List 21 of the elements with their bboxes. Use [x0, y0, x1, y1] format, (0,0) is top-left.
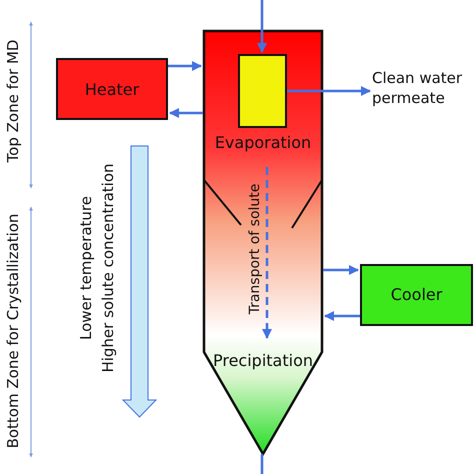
- arrow: [168, 61, 202, 71]
- trend-label: Higher solute concentration: [99, 162, 117, 375]
- arrow: [287, 86, 371, 96]
- arrow: [323, 265, 359, 275]
- trend-label: Lower temperature: [77, 195, 95, 342]
- heater-box: [56, 58, 168, 120]
- zone-label: Precipitation: [212, 351, 314, 370]
- crystallizer-vessel: [203, 30, 323, 455]
- zone-label: Top Zone for MD: [4, 38, 22, 164]
- arrow: [257, 0, 267, 53]
- zone-label: Bottom Zone for Crystallization: [4, 212, 22, 450]
- outlet-label: Clean water permeate: [372, 68, 474, 114]
- equipment-label: Heater: [84, 80, 140, 99]
- arrow: [324, 311, 360, 321]
- arrow: [169, 108, 203, 118]
- pipe-line: [260, 454, 264, 474]
- equipment-label: Cooler: [390, 285, 444, 304]
- cooler-box: [360, 264, 473, 326]
- zone-label: Evaporation: [214, 133, 312, 152]
- membrane-box: [238, 54, 287, 128]
- flow-label: Transport of solute: [247, 182, 263, 316]
